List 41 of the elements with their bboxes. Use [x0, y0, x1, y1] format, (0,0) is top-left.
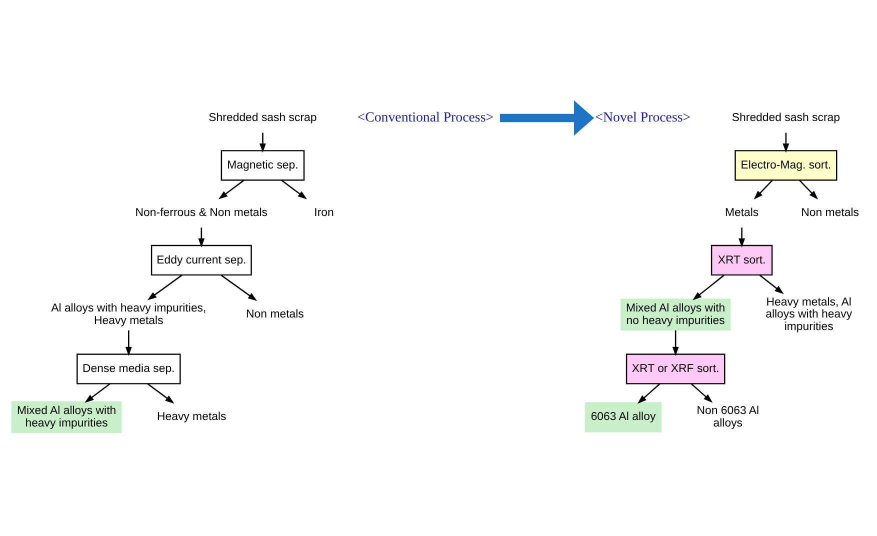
node-text: <Conventional Process> — [357, 110, 494, 126]
arrow — [754, 180, 773, 200]
node-text: Non metals — [246, 308, 304, 321]
arrow — [690, 383, 713, 403]
node-text: Metals — [724, 206, 759, 219]
node-text: Shredded sash scrap — [208, 112, 317, 124]
node-text: <Novel Process> — [595, 110, 691, 126]
node-box: 6063 Al alloy — [584, 402, 662, 432]
arrow — [218, 180, 244, 200]
arrow — [220, 274, 258, 301]
arrow — [147, 383, 174, 404]
arrow — [738, 228, 746, 248]
node-text: Al alloys with heavy impurities, Heavy metals — [51, 302, 206, 327]
arrow — [782, 132, 790, 153]
arrow — [637, 383, 660, 404]
arrow — [798, 180, 818, 200]
node-text: Non-ferrous & Non metals — [135, 206, 268, 219]
arrow — [84, 383, 110, 403]
node-text: Heavy metals, Al alloys with heavy impurities — [766, 296, 852, 333]
node-box: Electro-Mag. sort. — [734, 150, 838, 181]
node-text: Non 6063 Al alloys — [696, 405, 760, 430]
arrow — [672, 330, 679, 356]
arrow — [125, 330, 132, 356]
node-box: Magnetic sep. — [220, 150, 305, 181]
node-text: Heavy metals — [156, 411, 226, 424]
node-box: Dense media sep. — [76, 354, 181, 384]
arrow — [759, 274, 784, 294]
arrow — [260, 132, 266, 153]
node-box: Mixed Al alloys with heavy impurities — [11, 401, 122, 434]
node-text: Non metals — [801, 206, 860, 219]
arrow — [281, 180, 308, 200]
node-box: Eddy current sep. — [150, 244, 252, 276]
arrow — [692, 274, 724, 300]
node-text: Iron — [314, 206, 334, 219]
arrow — [500, 100, 594, 136]
arrow — [198, 228, 205, 248]
node-box: XRT or XRF sort. — [626, 354, 726, 384]
node-box: XRT sort. — [710, 244, 773, 276]
node-box: Mixed Al alloys with no heavy impurities — [620, 298, 731, 331]
arrow — [147, 274, 182, 300]
node-text: Shredded sash scrap — [732, 112, 840, 124]
